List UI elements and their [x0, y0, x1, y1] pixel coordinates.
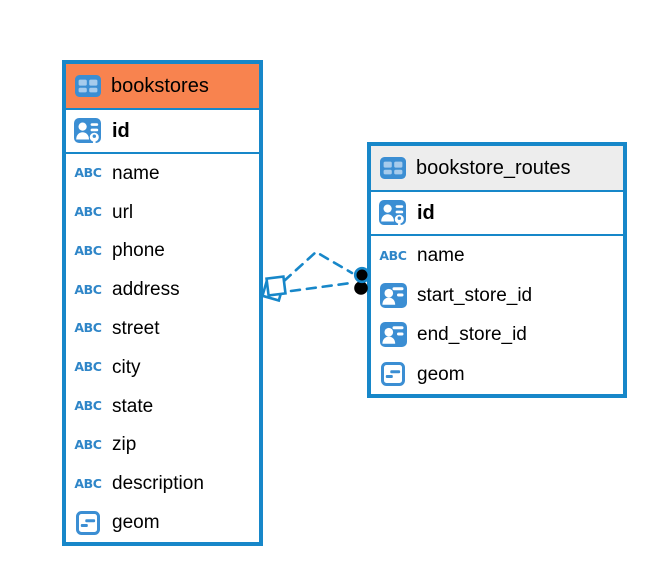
text-type-icon: ABC: [74, 436, 102, 452]
column-row[interactable]: ABC street: [66, 309, 259, 348]
text-type-icon: ABC: [74, 397, 102, 413]
column-row[interactable]: geom: [371, 355, 623, 395]
column-row[interactable]: ABC phone: [66, 232, 259, 271]
table-bookstore-routes[interactable]: bookstore_routes id ABC name start_store…: [367, 142, 627, 398]
column-row[interactable]: ABC zip: [66, 426, 259, 465]
diamond-handle-back[interactable]: [260, 277, 286, 303]
column-name: phone: [112, 240, 165, 262]
column-name: geom: [112, 512, 160, 534]
column-row[interactable]: ABC state: [66, 387, 259, 426]
geometry-type-icon: [71, 511, 105, 535]
column-name: url: [112, 201, 134, 223]
table-bookstores-header[interactable]: bookstores: [66, 64, 259, 110]
table-bookstores[interactable]: bookstores id ABC name ABC url ABC phone…: [62, 60, 263, 546]
table-title: bookstore_routes: [416, 157, 571, 179]
column-row[interactable]: start_store_id: [371, 276, 623, 316]
primary-key-user-icon: [71, 113, 105, 150]
text-type-icon: ABC: [74, 320, 102, 336]
text-type-icon: ABC: [74, 165, 102, 181]
text-type-icon: ABC: [74, 281, 102, 297]
text-type-icon: ABC: [379, 247, 407, 263]
column-name: id: [417, 202, 435, 224]
column-name: street: [112, 318, 160, 340]
black-dot-handle-lower[interactable]: [354, 281, 368, 295]
column-row[interactable]: ABC name: [66, 154, 259, 193]
diamond-handle-front[interactable]: [265, 275, 287, 297]
column-name: name: [112, 162, 160, 184]
column-row[interactable]: ABC url: [66, 193, 259, 232]
text-type-icon: ABC: [74, 359, 102, 375]
text-type-icon: ABC: [74, 203, 102, 219]
primary-key-user-icon: [376, 195, 410, 232]
relationship-line-upper[interactable]: [282, 250, 354, 283]
column-name: address: [112, 279, 180, 301]
column-list: ABC name ABC url ABC phone ABC address A…: [66, 154, 259, 542]
relationship-line-lower[interactable]: [289, 281, 353, 293]
table-grid-icon: [379, 157, 407, 179]
column-row[interactable]: end_store_id: [371, 315, 623, 355]
column-name: end_store_id: [417, 324, 527, 346]
column-row[interactable]: ABC address: [66, 270, 259, 309]
column-row-pk[interactable]: id: [66, 110, 259, 154]
column-name: description: [112, 473, 204, 495]
column-row[interactable]: geom: [66, 503, 259, 542]
column-name: city: [112, 356, 141, 378]
text-type-icon: ABC: [74, 242, 102, 258]
table-bookstore-routes-header[interactable]: bookstore_routes: [371, 146, 623, 192]
column-row[interactable]: ABC description: [66, 464, 259, 503]
column-row[interactable]: ABC city: [66, 348, 259, 387]
column-name: geom: [417, 363, 465, 385]
column-name: name: [417, 245, 465, 267]
column-name: start_store_id: [417, 284, 533, 306]
geometry-type-icon: [376, 362, 410, 386]
table-title: bookstores: [111, 75, 209, 97]
column-row[interactable]: ABC name: [371, 236, 623, 276]
column-row-pk[interactable]: id: [371, 192, 623, 236]
text-type-icon: ABC: [74, 475, 102, 491]
column-list: ABC name start_store_id end_store_id ge: [371, 236, 623, 394]
reference-user-card-icon: [376, 283, 410, 308]
column-name: state: [112, 395, 154, 417]
column-name: id: [112, 120, 130, 142]
reference-user-card-icon: [376, 322, 410, 347]
table-grid-icon: [74, 75, 102, 97]
column-name: zip: [112, 434, 137, 456]
